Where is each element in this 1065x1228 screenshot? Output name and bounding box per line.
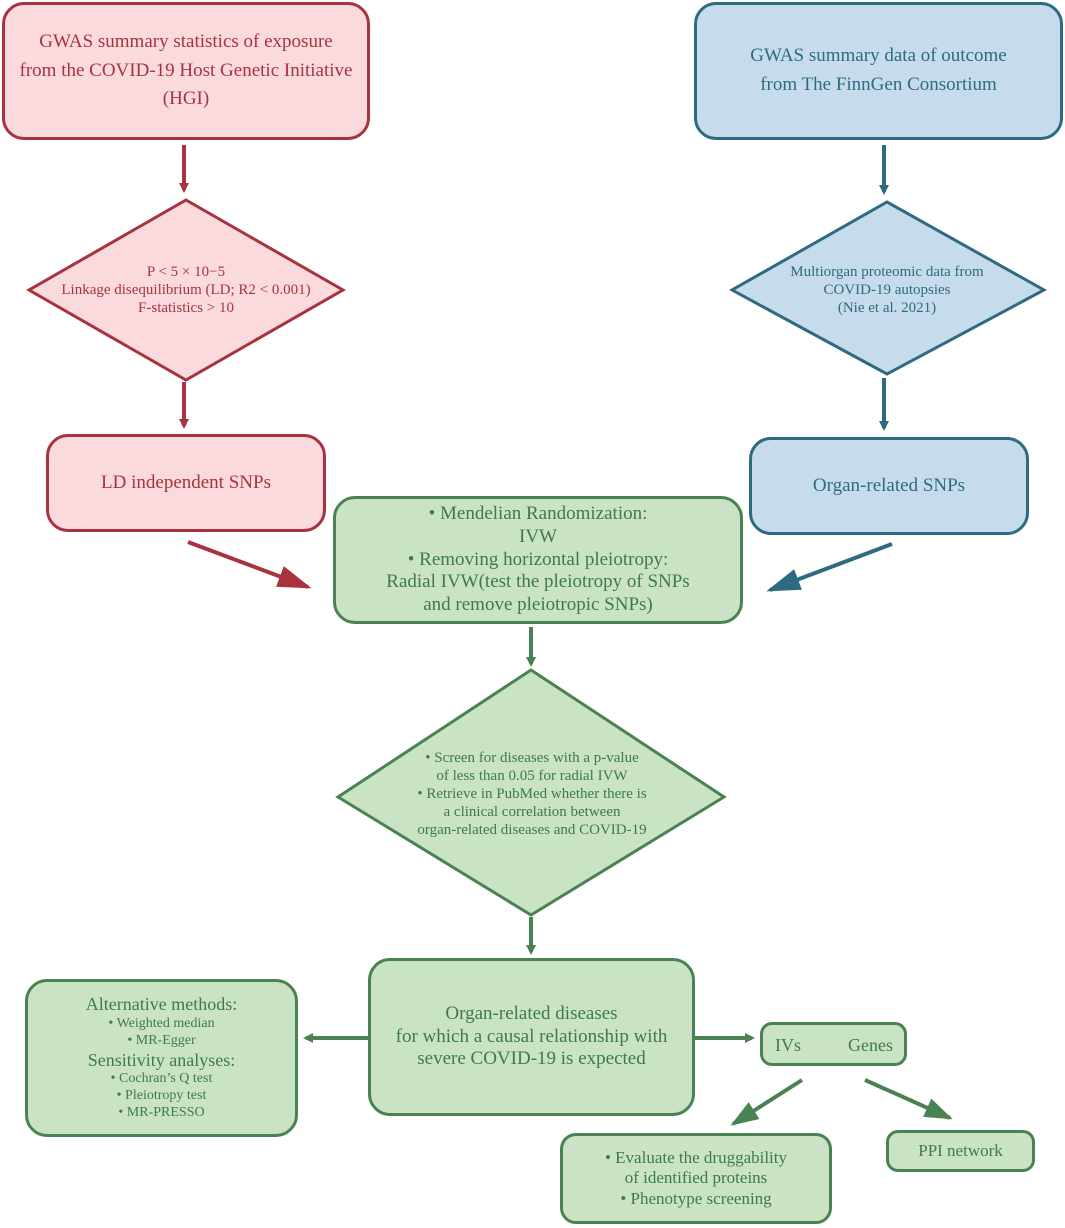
ld-snps-box: LD independent SNPs <box>46 434 326 532</box>
organ-snps-label: Organ-related SNPs <box>812 474 966 496</box>
alternative-heading: Alternative methods: <box>85 994 238 1015</box>
exposure-filter-diamond <box>25 198 347 382</box>
screen-line: • Screen for diseases with a p-value <box>425 750 639 766</box>
druggability-line: • Phenotype screening <box>620 1188 772 1208</box>
druggability-box: • Evaluate the druggability of identifie… <box>560 1133 832 1224</box>
mr-line: • Removing horizontal pleiotropy: <box>407 548 669 570</box>
arrow-genes-to-ppi <box>864 1078 953 1120</box>
alternative-methods-box: Alternative methods: • Weighted median •… <box>25 979 298 1137</box>
sensitivity-item: • Pleiotropy test <box>116 1087 207 1103</box>
filter-line: Linkage disequilibrium (LD; R2 < 0.001) <box>61 282 311 298</box>
ppi-label: PPI network <box>918 1140 1003 1160</box>
outcome-line: GWAS summary data of outcome <box>750 45 1007 67</box>
organ-diseases-box: Organ-related diseases for which a causa… <box>368 958 695 1116</box>
sensitivity-item: • MR-PRESSO <box>118 1104 205 1120</box>
sensitivity-item: • Cochran’s Q test <box>110 1071 213 1087</box>
ld-snps-label: LD independent SNPs <box>101 471 271 493</box>
mr-line: and remove pleiotropic SNPs) <box>423 594 653 616</box>
exposure-line: (HGI) <box>162 88 210 110</box>
druggability-line: • Evaluate the druggability <box>604 1147 788 1167</box>
druggability-line: of identified proteins <box>624 1168 768 1188</box>
outcome-box: GWAS summary data of outcome from The Fi… <box>694 2 1063 140</box>
proteomic-line: COVID-19 autopsies <box>823 282 951 298</box>
arrow-genes-to-druggability <box>730 1078 804 1126</box>
filter-line: F-statistics > 10 <box>138 300 234 316</box>
screen-line: a clinical correlation between <box>443 804 621 820</box>
alternative-item: • Weighted median <box>108 1016 215 1031</box>
arrow-organ-to-mr <box>766 542 893 592</box>
organ-diseases-line: severe COVID-19 is expected <box>417 1048 646 1070</box>
genes-label: Genes <box>848 1035 893 1055</box>
exposure-filter-text: P < 5 × 10−5 Linkage disequilibrium (LD;… <box>29 250 343 330</box>
screen-line: organ-related diseases and COVID-19 <box>417 822 647 838</box>
screen-diamond <box>335 668 727 917</box>
proteomic-filter-diamond <box>728 200 1048 376</box>
alternative-item: • MR-Egger <box>127 1032 196 1048</box>
organ-snps-box: Organ-related SNPs <box>749 437 1029 535</box>
outcome-line: from The FinnGen Consortium <box>760 74 997 95</box>
ivs-genes-box: IVs Genes <box>760 1022 907 1066</box>
ivs-label: IVs <box>775 1035 801 1055</box>
screen-diamond-text: • Screen for diseases with a p-value of … <box>388 738 676 850</box>
proteomic-filter-text: Multiorgan proteomic data from COVID-19 … <box>752 252 1022 328</box>
exposure-box: GWAS summary statistics of exposure from… <box>2 2 370 140</box>
mr-box: • Mendelian Randomization: IVW • Removin… <box>333 496 743 624</box>
exposure-line: GWAS summary statistics of exposure <box>39 30 333 52</box>
mr-line: IVW <box>519 525 557 547</box>
filter-line: P < 5 × 10−5 <box>146 264 226 280</box>
sensitivity-heading: Sensitivity analyses: <box>87 1049 236 1070</box>
proteomic-line: Multiorgan proteomic data from <box>790 264 984 280</box>
exposure-line: from the COVID-19 Host Genetic Initiativ… <box>19 59 353 81</box>
mr-line: Radial IVW(test the pleiotropy of SNPs <box>386 571 690 593</box>
proteomic-line: (Nie et al. 2021) <box>837 300 937 316</box>
mr-line: • Mendelian Randomization: <box>428 503 648 524</box>
screen-line: • Retrieve in PubMed whether there is <box>417 786 647 802</box>
ppi-network-box: PPI network <box>886 1130 1035 1172</box>
arrow-ld-to-mr <box>187 540 312 589</box>
organ-diseases-line: Organ-related diseases <box>445 1002 618 1024</box>
screen-line: of less than 0.05 for radial IVW <box>436 768 628 784</box>
organ-diseases-line: for which a causal relationship with <box>395 1025 668 1047</box>
